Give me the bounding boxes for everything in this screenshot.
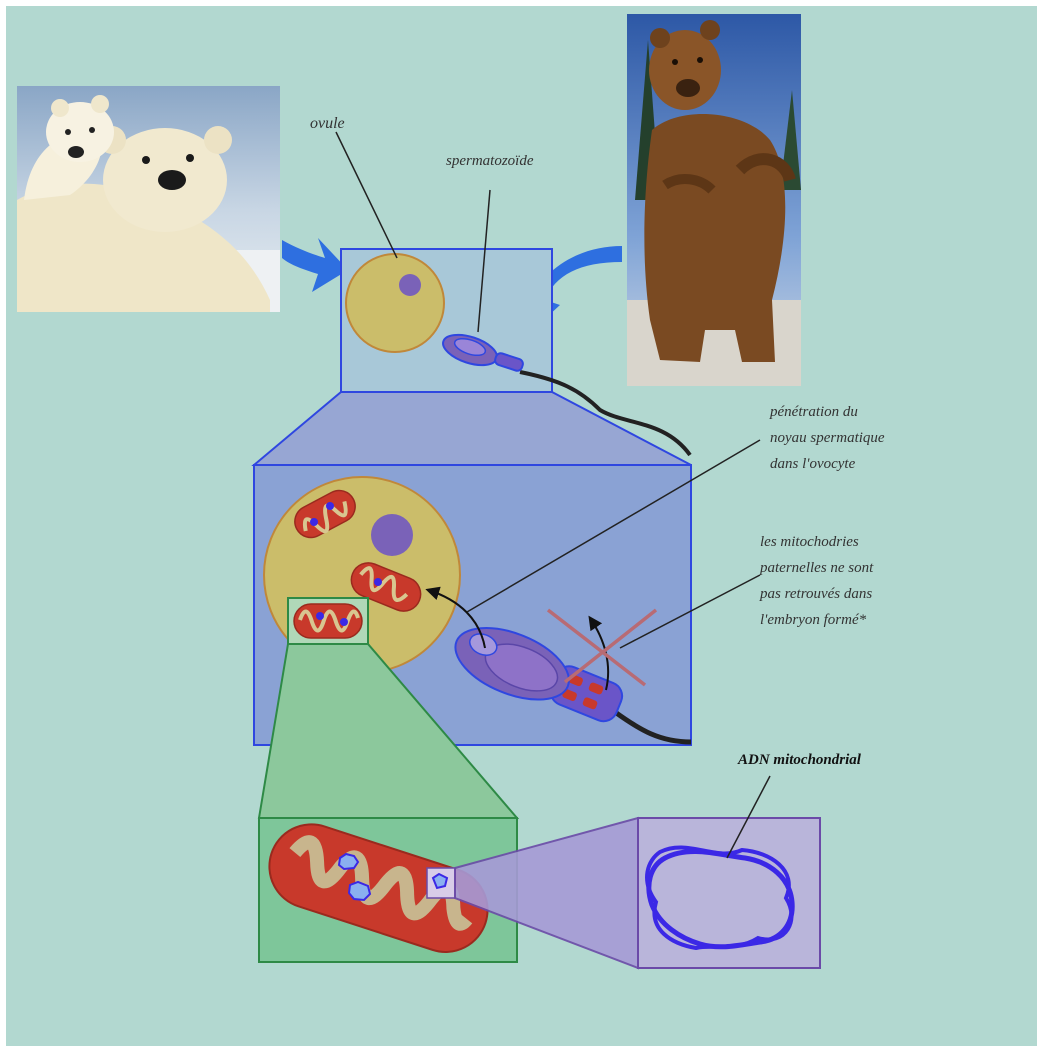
mtdna-box bbox=[638, 818, 820, 968]
ovule-nucleus bbox=[399, 274, 421, 296]
polar-bear-photo bbox=[17, 86, 280, 312]
label-ovule: ovule bbox=[310, 115, 345, 132]
label-mito-4: l'embryon formé* bbox=[760, 612, 867, 628]
label-adn: ADN mitochondrial bbox=[737, 752, 862, 768]
brown-bear-photo bbox=[627, 14, 801, 386]
label-spermatozoide: spermatozoïde bbox=[446, 153, 534, 169]
oocyte-nucleus bbox=[371, 514, 413, 556]
mitochondrion-small-3 bbox=[294, 604, 362, 638]
label-mito-2: paternelles ne sont bbox=[759, 560, 874, 576]
label-penetration-1: pénétration du bbox=[769, 404, 858, 420]
label-mito-1: les mitochodries bbox=[760, 534, 859, 550]
label-penetration-2: noyau spermatique bbox=[770, 430, 885, 446]
mtdna-blob-2 bbox=[349, 882, 370, 900]
mtdna-blob-1 bbox=[339, 854, 358, 869]
label-penetration-3: dans l'ovocyte bbox=[770, 456, 856, 472]
ovule-cell bbox=[346, 254, 444, 352]
label-mito-3: pas retrouvés dans bbox=[759, 586, 872, 602]
